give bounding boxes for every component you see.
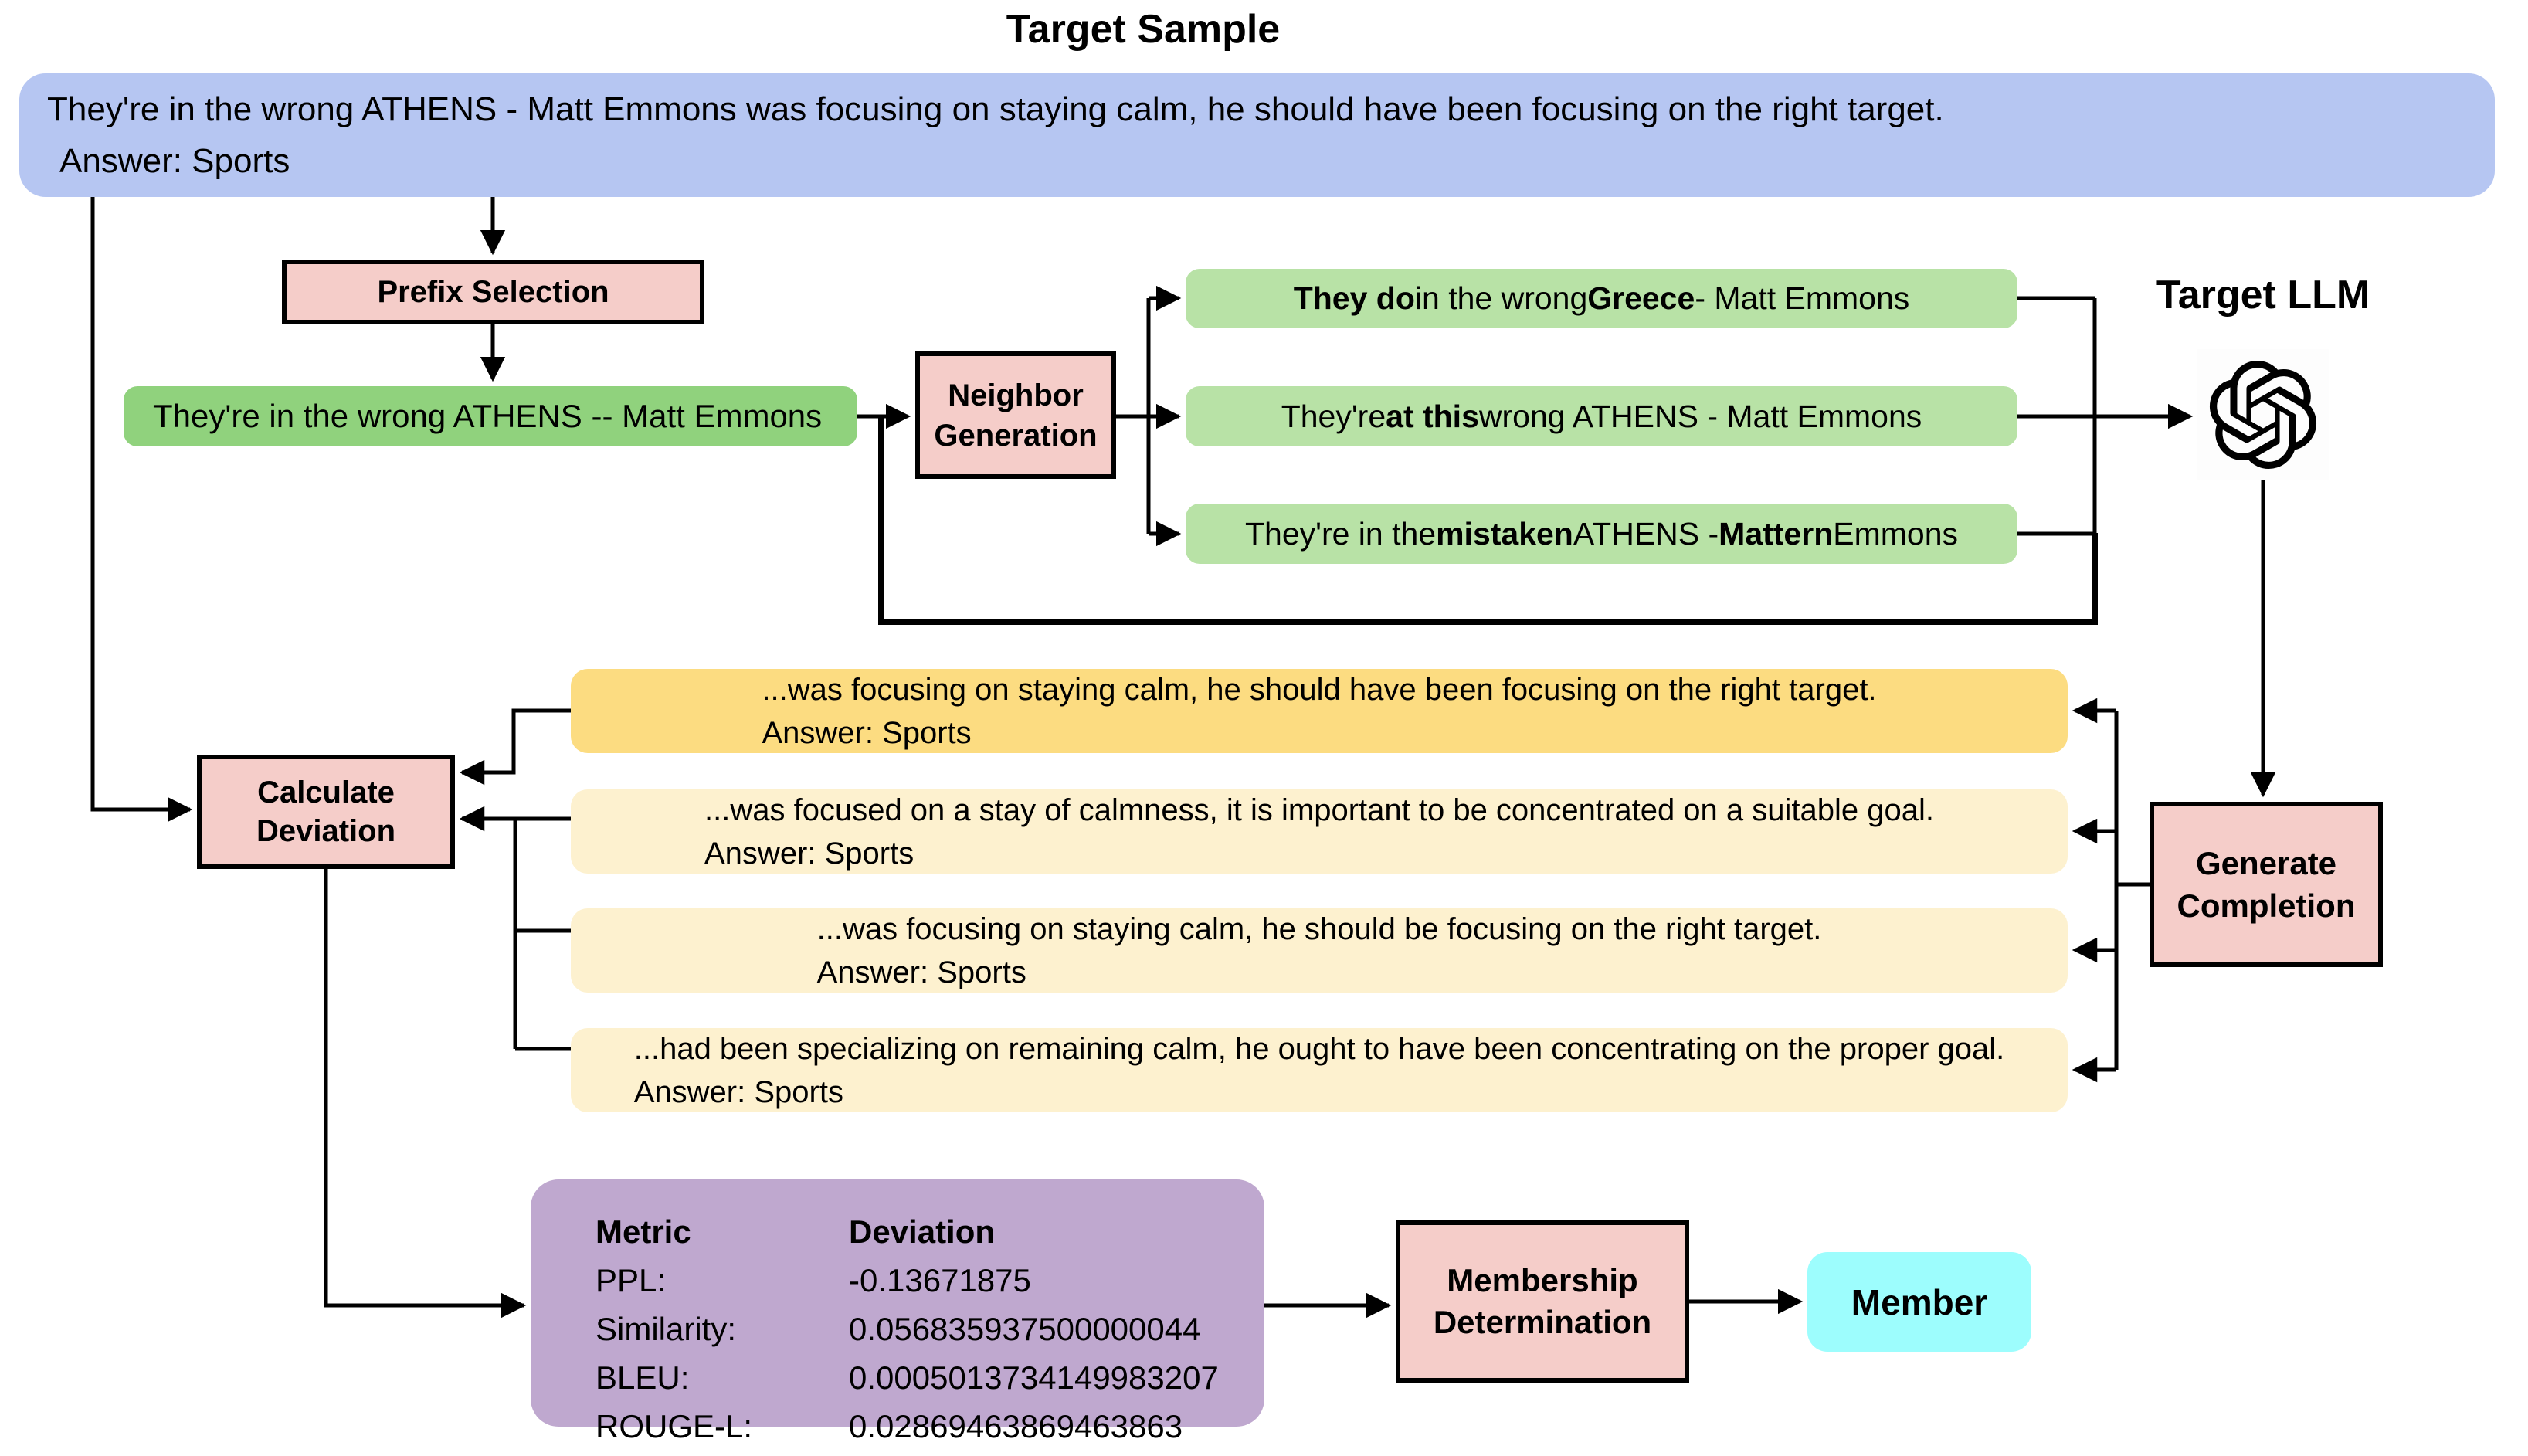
completion-answer: Answer: Sports bbox=[762, 715, 972, 750]
page-title: Target Sample bbox=[1006, 7, 1281, 52]
prefix-selection-box: Prefix Selection bbox=[282, 260, 704, 324]
completion-text: ...was focusing on staying calm, he shou… bbox=[816, 911, 1822, 946]
completion-answer: Answer: Sports bbox=[633, 1074, 843, 1109]
generate-completion-box: Generate Completion bbox=[2150, 802, 2383, 967]
metric-name: Similarity: bbox=[596, 1311, 737, 1347]
completion-text: ...had been specializing on remaining ca… bbox=[633, 1031, 2005, 1066]
completion-text: ...was focusing on staying calm, he shou… bbox=[762, 672, 1877, 707]
completion-text: ...was focused on a stay of calmness, it… bbox=[704, 792, 1934, 827]
metric-value: 0.02869463869463863 bbox=[849, 1408, 1183, 1444]
completion-answer: Answer: Sports bbox=[816, 955, 1026, 989]
target-sample-text: They're in the wrong ATHENS - Matt Emmon… bbox=[47, 90, 1944, 128]
wire-deviation-bracket bbox=[459, 708, 571, 1051]
target-sample-box: They're in the wrong ATHENS - Matt Emmon… bbox=[19, 73, 2495, 197]
metric-name: PPL: bbox=[596, 1262, 667, 1298]
completion-box-2: ...was focused on a stay of calmness, it… bbox=[571, 789, 2068, 874]
completion-answer: Answer: Sports bbox=[704, 836, 914, 871]
metric-name: ROUGE-L: bbox=[596, 1408, 753, 1444]
metrics-header-deviation: Deviation bbox=[849, 1213, 996, 1250]
metric-name: BLEU: bbox=[596, 1359, 690, 1396]
wire-completions-bracket bbox=[2072, 697, 2150, 1083]
metric-value: -0.13671875 bbox=[849, 1262, 1031, 1298]
calculate-deviation-box: Calculate Deviation bbox=[197, 755, 455, 869]
wire-prefix-route-to-llm bbox=[878, 418, 2098, 625]
metric-value: 0.0005013734149983207 bbox=[849, 1359, 1219, 1396]
metrics-header-metric: Metric bbox=[596, 1213, 691, 1250]
metric-row-ppl: PPL: -0.13671875 bbox=[596, 1256, 1264, 1305]
wire-neighbors-to-llm bbox=[2017, 296, 2194, 536]
metrics-header: Metric Deviation bbox=[596, 1207, 1264, 1256]
membership-determination-box: Membership Determination bbox=[1396, 1220, 1689, 1383]
neighbor-generation-box: Neighbor Generation bbox=[915, 351, 1116, 479]
target-llm-label: Target LLM bbox=[2156, 273, 2370, 317]
metric-row-rouge: ROUGE-L: 0.02869463869463863 bbox=[596, 1402, 1264, 1451]
completion-box-4: ...had been specializing on remaining ca… bbox=[571, 1028, 2068, 1112]
metric-value: 0.056835937500000044 bbox=[849, 1311, 1201, 1347]
completion-box-1: ...was focusing on staying calm, he shou… bbox=[571, 669, 2068, 753]
target-llm bbox=[2197, 349, 2329, 480]
neighbor-box-1: They do in the wrong Greece - Matt Emmon… bbox=[1186, 269, 2017, 328]
completion-box-3: ...was focusing on staying calm, he shou… bbox=[571, 908, 2068, 993]
openai-logo-icon bbox=[2209, 361, 2317, 469]
wire-neighbor-fanout bbox=[1116, 285, 1182, 547]
neighbor-box-3: They're in the mistaken ATHENS - Mattern… bbox=[1186, 504, 2017, 564]
prefix-text-box: They're in the wrong ATHENS -- Matt Emmo… bbox=[124, 386, 857, 446]
wire-deviation-to-metrics bbox=[324, 869, 527, 1319]
metric-row-similarity: Similarity: 0.056835937500000044 bbox=[596, 1305, 1264, 1353]
metric-row-bleu: BLEU: 0.0005013734149983207 bbox=[596, 1353, 1264, 1402]
member-result-box: Member bbox=[1807, 1252, 2031, 1352]
metrics-box: Metric Deviation PPL: -0.13671875 Simila… bbox=[531, 1179, 1264, 1444]
target-sample-answer: Answer: Sports bbox=[59, 142, 290, 180]
neighbor-box-2: They're at this wrong ATHENS - Matt Emmo… bbox=[1186, 386, 2017, 446]
wire-sample-to-deviation bbox=[90, 197, 193, 823]
